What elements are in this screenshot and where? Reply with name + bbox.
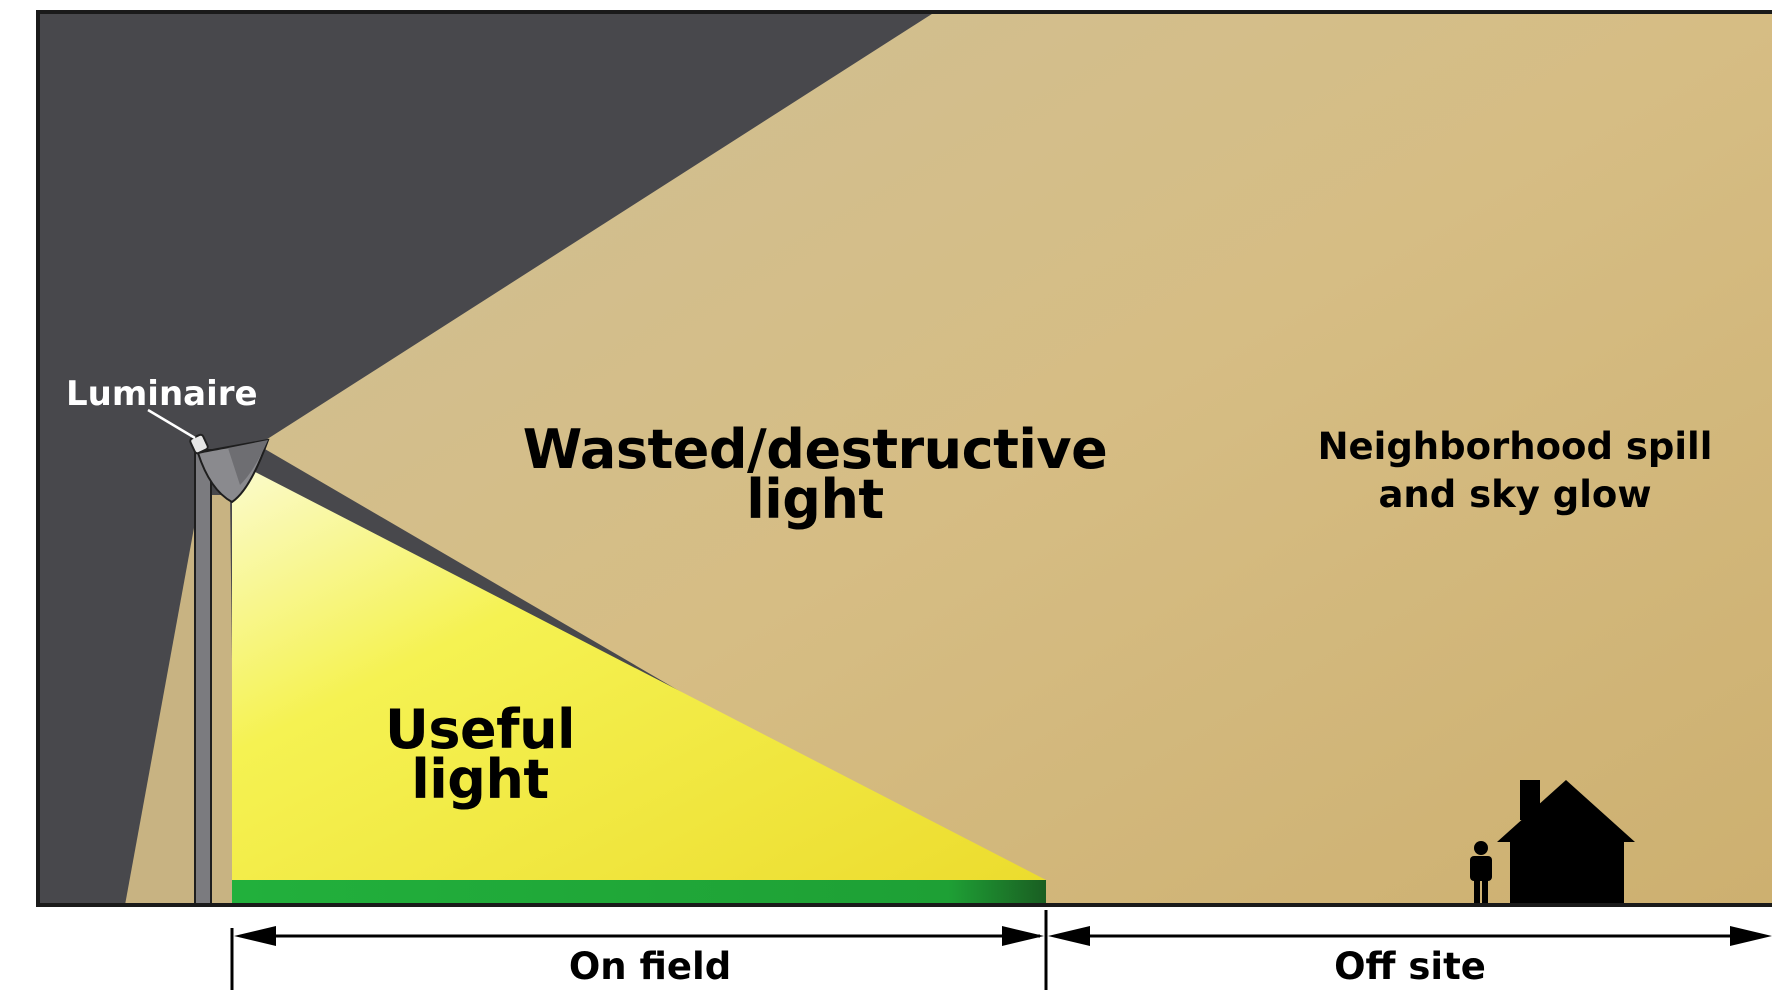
wasted-light-label: Wasted/destructive light [510,418,1120,531]
field-strip [232,880,1046,904]
wasted-light-label-line1: Wasted/destructive [522,418,1108,481]
neighborhood-spill-label: Neighborhood spill and sky glow [1290,423,1740,519]
diagram-frame [36,10,1772,907]
luminaire-leader-line [147,408,196,440]
wasted-light-label-line2: light [746,468,884,531]
person-icon [1470,841,1492,905]
neighborhood-spill-label-line1: Neighborhood spill [1317,425,1713,468]
light-pole [194,449,212,906]
neighborhood-spill-label-line2: and sky glow [1378,473,1652,516]
useful-light-label-line2: light [411,748,549,811]
off-site-label-text: Off site [1334,945,1486,988]
luminaire-icon [189,433,270,504]
luminaire-label: Luminaire [66,374,258,414]
on-field-label: On field [420,945,880,988]
dimension-off-site [1048,926,1772,946]
on-field-label-text: On field [568,945,732,988]
wasted-light-beam [258,12,1772,905]
house-icon [1497,780,1635,905]
luminaire-label-text: Luminaire [66,374,258,414]
useful-light-beam [232,460,1046,880]
off-site-label: Off site [1240,945,1580,988]
useful-light-label: Useful light [360,698,600,811]
dimension-on-field [230,910,1048,990]
useful-light-label-line1: Useful [384,698,576,761]
